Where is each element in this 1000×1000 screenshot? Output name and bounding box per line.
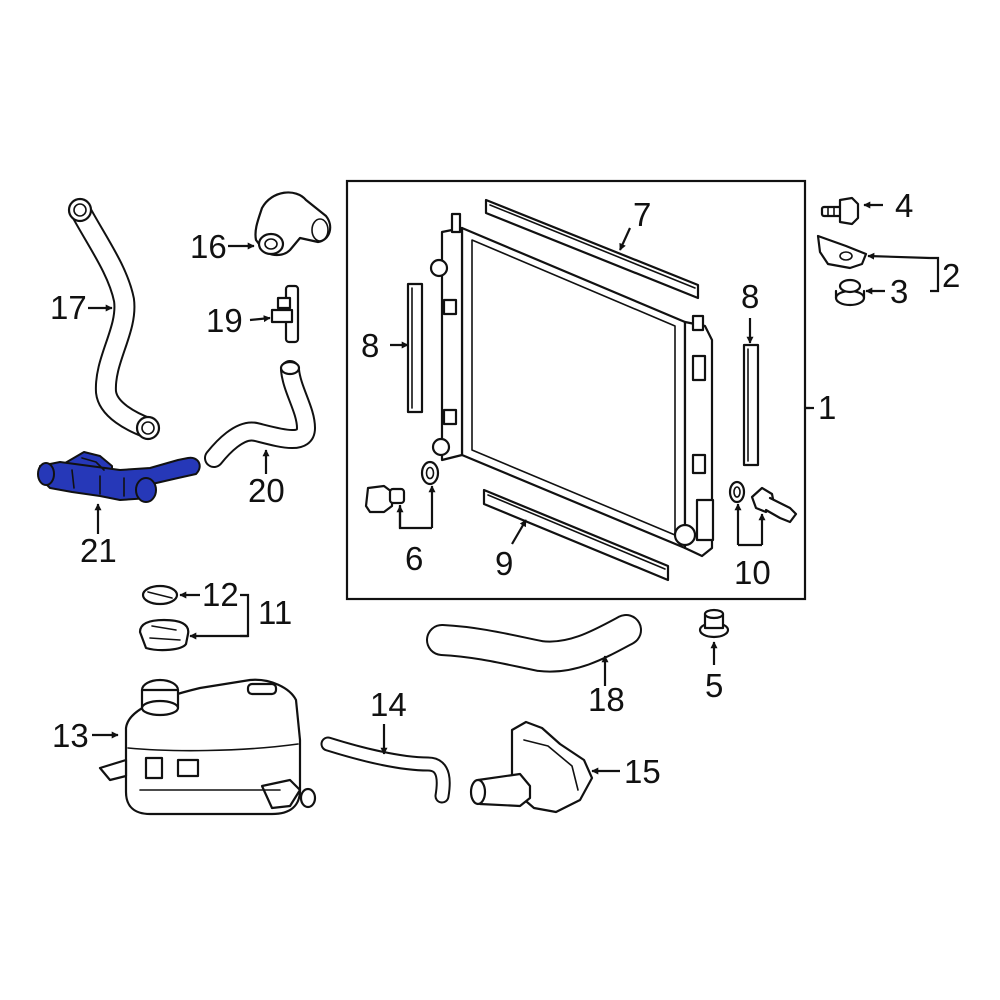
callout-3: 3 xyxy=(890,273,908,310)
callout-15: 15 xyxy=(624,753,661,790)
drain-plug-right-part[interactable] xyxy=(750,486,798,524)
callout-19: 19 xyxy=(206,302,243,339)
callout-18: 18 xyxy=(588,681,625,718)
callout-21: 21 xyxy=(80,532,117,569)
callout-8-right: 8 xyxy=(741,278,759,315)
callout-4: 4 xyxy=(895,187,913,224)
callout-2: 2 xyxy=(942,257,960,294)
side-seal-left-part[interactable] xyxy=(406,282,424,414)
callout-1: 1 xyxy=(818,389,836,426)
callout-7: 7 xyxy=(633,196,651,233)
water-pipe-part[interactable] xyxy=(37,451,201,503)
callout-14: 14 xyxy=(370,686,407,723)
callout-20: 20 xyxy=(248,472,285,509)
callout-16: 16 xyxy=(190,228,227,265)
lower-hose-part[interactable] xyxy=(426,614,642,673)
pipe-end-right xyxy=(135,477,157,503)
thermostat-housing-part[interactable] xyxy=(469,720,594,814)
radiator-part[interactable] xyxy=(429,212,715,558)
radiator-group-box xyxy=(345,179,807,601)
drain-oring-part[interactable] xyxy=(420,460,440,486)
callout-11: 11 xyxy=(258,594,292,631)
long-hose-part[interactable] xyxy=(67,197,161,441)
callout-9: 9 xyxy=(495,545,513,582)
coolant-reservoir-part[interactable] xyxy=(98,678,317,816)
clip-part[interactable] xyxy=(270,284,300,344)
callout-5: 5 xyxy=(705,667,723,704)
callout-12: 12 xyxy=(202,576,239,613)
pipe-tube xyxy=(39,456,201,501)
reservoir-cap-part[interactable] xyxy=(138,618,190,652)
bolt-part[interactable] xyxy=(820,196,860,226)
small-hose-part[interactable] xyxy=(204,360,316,468)
cap-seal-part[interactable] xyxy=(141,584,179,606)
leader-lines xyxy=(88,201,940,775)
lower-seal-part[interactable] xyxy=(482,488,670,582)
upper-seal-part[interactable] xyxy=(484,198,700,300)
callout-6: 6 xyxy=(405,540,423,577)
overflow-hose-part[interactable] xyxy=(320,736,451,804)
bracket-part[interactable] xyxy=(816,234,868,270)
callout-numbers: 1 2 3 4 5 6 7 8 8 9 10 11 12 13 14 15 16… xyxy=(50,187,960,790)
hose-joint-part[interactable] xyxy=(254,191,332,257)
drain-plug-part[interactable] xyxy=(364,484,406,514)
callout-17: 17 xyxy=(50,289,87,326)
drain-oring-right-part[interactable] xyxy=(728,480,746,504)
mount-cushion-part[interactable] xyxy=(698,608,730,639)
callout-8-left: 8 xyxy=(361,327,379,364)
callout-13: 13 xyxy=(52,717,89,754)
pipe-end-left xyxy=(37,462,55,486)
callout-10: 10 xyxy=(734,554,771,591)
grommet-part[interactable] xyxy=(834,278,866,307)
side-seal-right-part[interactable] xyxy=(742,343,760,467)
